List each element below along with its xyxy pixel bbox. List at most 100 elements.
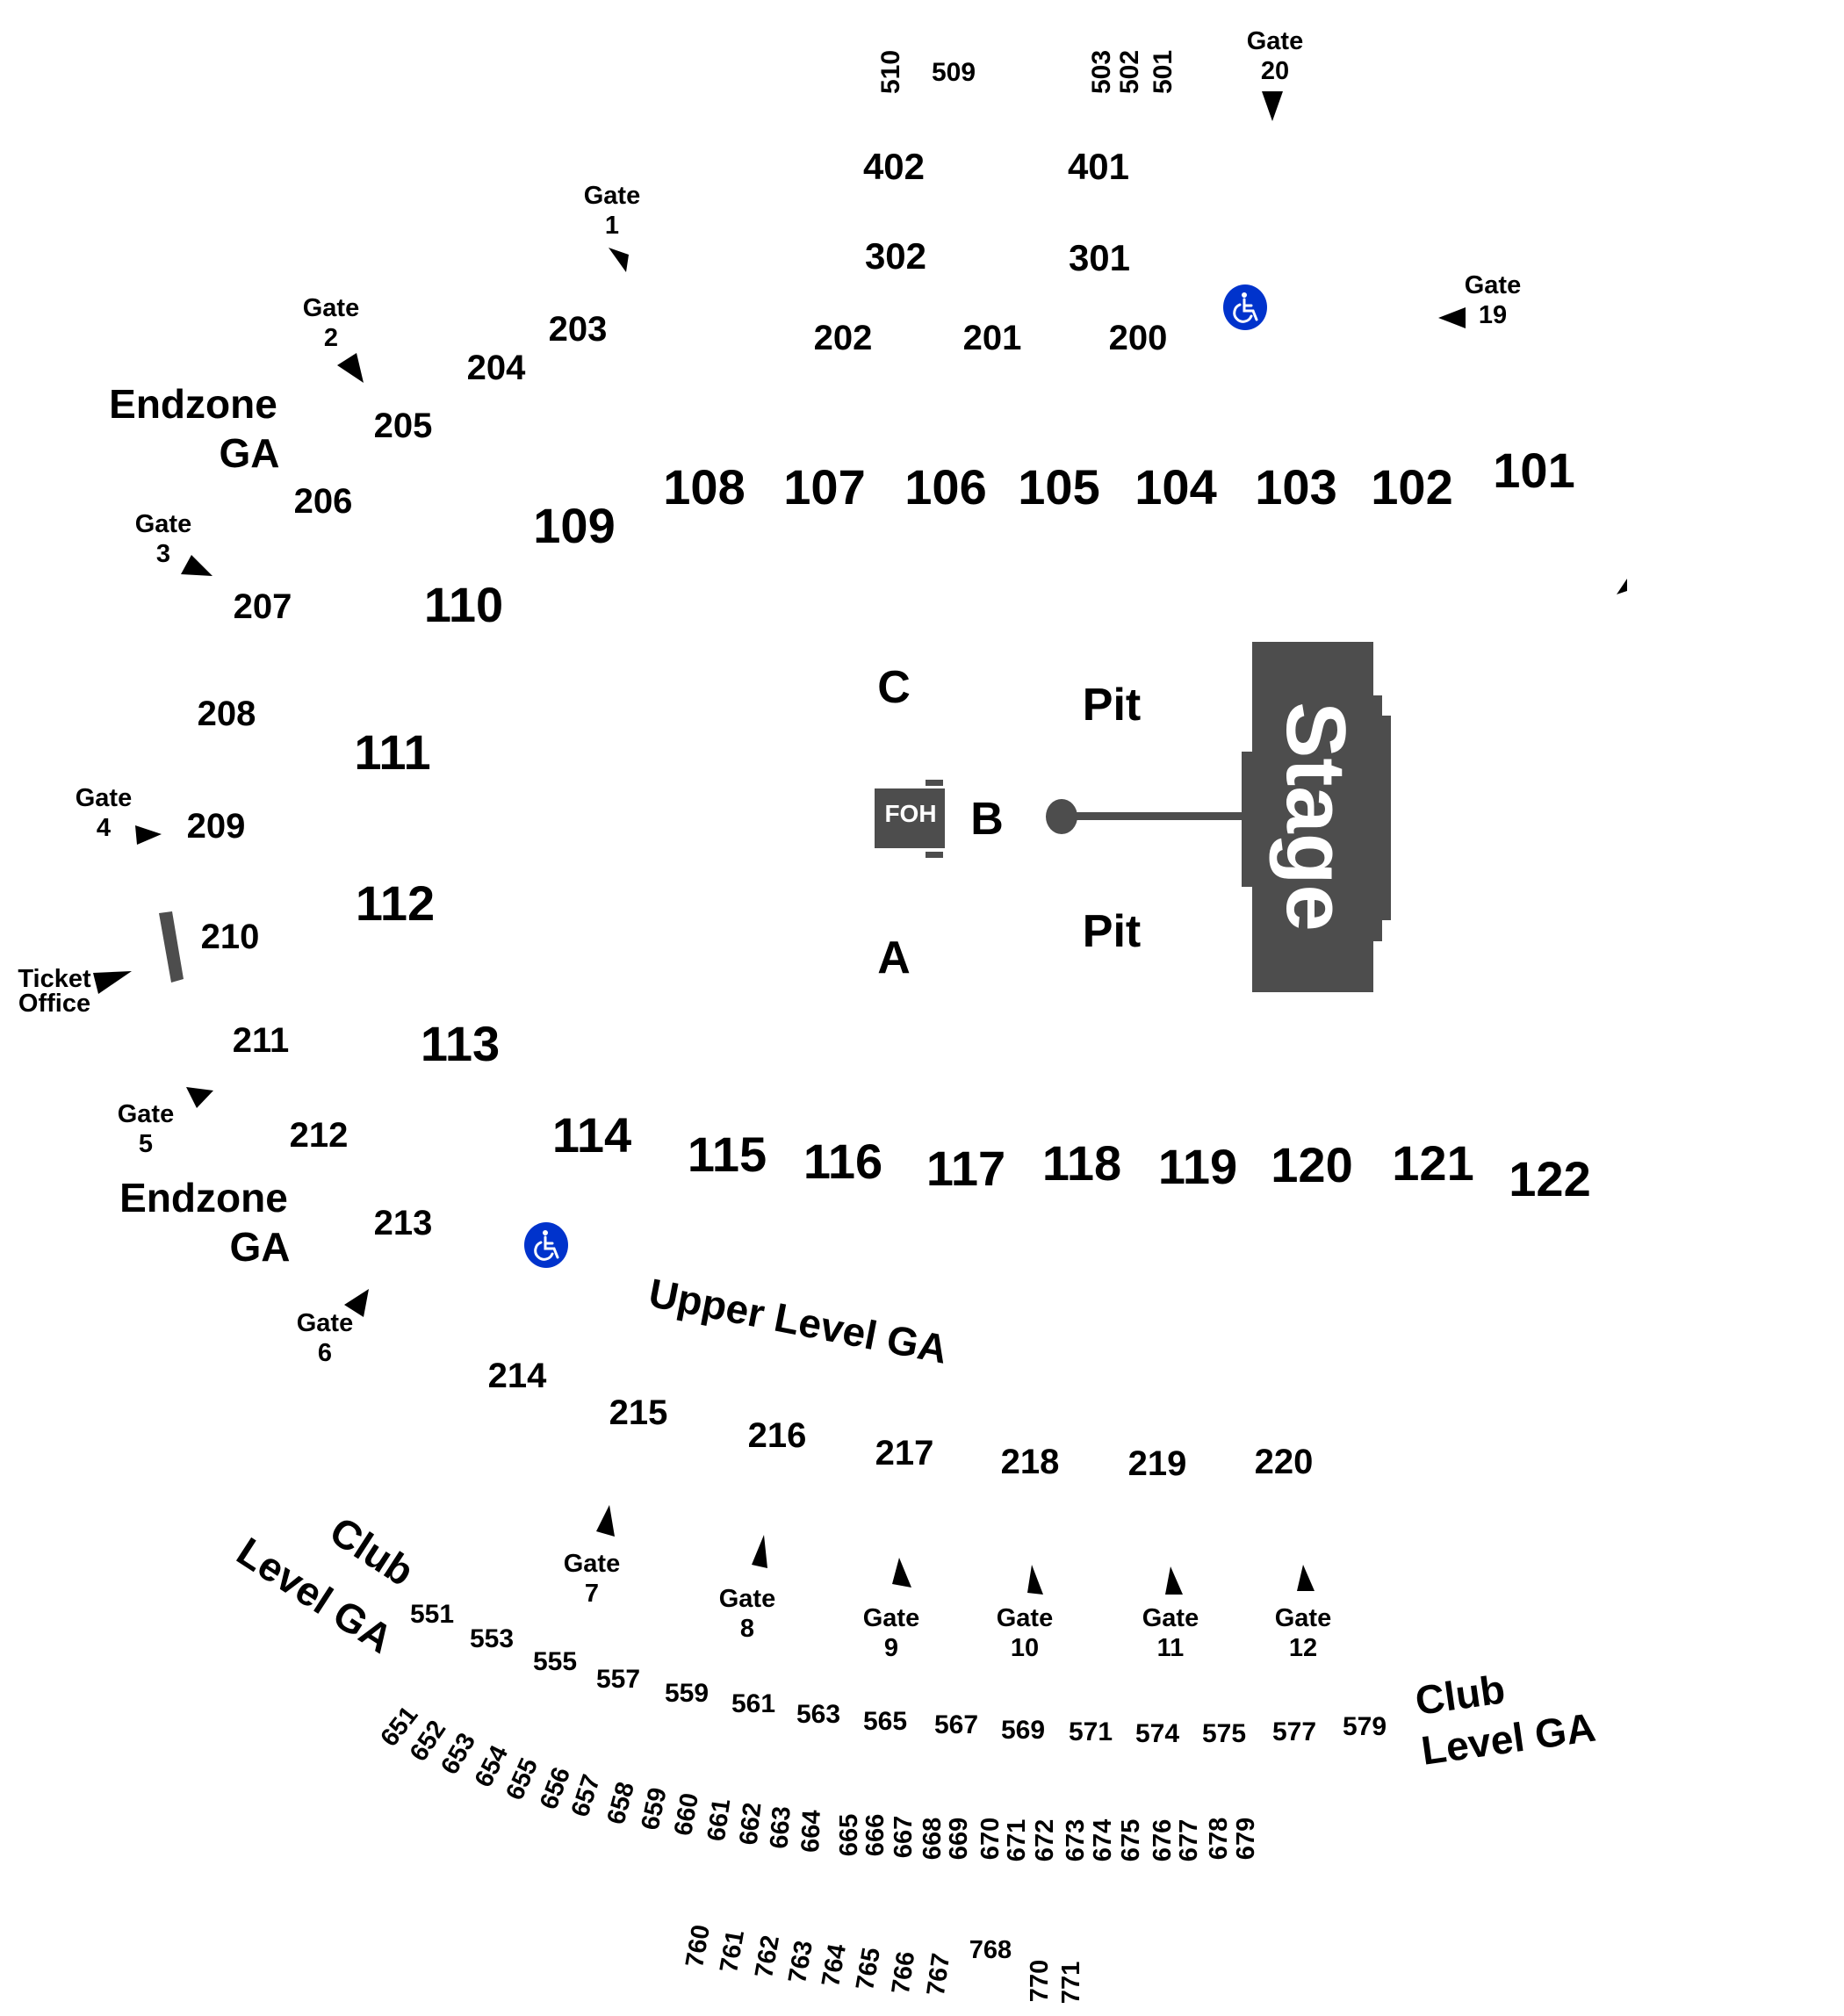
section-671[interactable]: 671 — [1003, 1819, 1031, 1861]
section-659[interactable]: 659 — [637, 1785, 673, 1832]
section-209[interactable]: 209 — [187, 807, 246, 846]
section-203[interactable]: 203 — [549, 310, 608, 349]
section-204[interactable]: 204 — [467, 349, 526, 387]
section-557[interactable]: 557 — [596, 1665, 640, 1694]
section-764[interactable]: 764 — [817, 1942, 852, 1989]
section-101[interactable]: 101 — [1493, 443, 1574, 498]
section-113[interactable]: 113 — [421, 1016, 500, 1071]
section-763[interactable]: 763 — [783, 1939, 818, 1985]
section-672[interactable]: 672 — [1031, 1819, 1059, 1861]
section-567[interactable]: 567 — [934, 1710, 978, 1739]
section-662[interactable]: 662 — [735, 1801, 767, 1846]
section-670[interactable]: 670 — [976, 1818, 1005, 1860]
section-302[interactable]: 302 — [865, 235, 926, 277]
section-667[interactable]: 667 — [890, 1816, 918, 1858]
section-216[interactable]: 216 — [748, 1416, 807, 1455]
b-stage-circle[interactable] — [1046, 799, 1077, 834]
section-109[interactable]: 109 — [533, 498, 615, 553]
section-577[interactable]: 577 — [1272, 1717, 1316, 1746]
section-402[interactable]: 402 — [863, 146, 925, 187]
section-206[interactable]: 206 — [294, 482, 353, 521]
section-108[interactable]: 108 — [663, 459, 745, 515]
section-214[interactable]: 214 — [488, 1357, 547, 1395]
section-215[interactable]: 215 — [609, 1393, 668, 1432]
section-677[interactable]: 677 — [1175, 1819, 1203, 1861]
section-658[interactable]: 658 — [602, 1779, 640, 1827]
section-117[interactable]: 117 — [926, 1141, 1005, 1196]
section-509[interactable]: 509 — [932, 58, 976, 87]
section-110[interactable]: 110 — [424, 577, 503, 632]
section-673[interactable]: 673 — [1062, 1819, 1090, 1861]
section-555[interactable]: 555 — [533, 1647, 577, 1676]
section-668[interactable]: 668 — [918, 1818, 947, 1860]
section-213[interactable]: 213 — [374, 1204, 433, 1242]
section-208[interactable]: 208 — [198, 695, 256, 733]
section-120[interactable]: 120 — [1271, 1137, 1352, 1192]
section-767[interactable]: 767 — [922, 1952, 955, 1998]
section-207[interactable]: 207 — [234, 587, 292, 626]
ga-zone-label[interactable]: Upper Level GA — [645, 1270, 952, 1372]
section-761[interactable]: 761 — [715, 1928, 750, 1975]
section-770[interactable]: 770 — [1026, 1960, 1054, 2002]
section-200[interactable]: 200 — [1109, 319, 1168, 357]
section-301[interactable]: 301 — [1069, 237, 1130, 278]
section-115[interactable]: 115 — [688, 1127, 767, 1182]
section-768[interactable]: 768 — [969, 1936, 1012, 1964]
section-663[interactable]: 663 — [765, 1805, 796, 1850]
section-664[interactable]: 664 — [796, 1810, 826, 1853]
section-551[interactable]: 551 — [410, 1600, 454, 1629]
section-571[interactable]: 571 — [1069, 1717, 1113, 1746]
section-660[interactable]: 660 — [669, 1791, 704, 1838]
section-212[interactable]: 212 — [290, 1116, 349, 1155]
section-122[interactable]: 122 — [1509, 1151, 1590, 1206]
section-559[interactable]: 559 — [665, 1679, 709, 1708]
section-661[interactable]: 661 — [702, 1797, 736, 1843]
section-202[interactable]: 202 — [814, 319, 873, 357]
stage[interactable]: Stage — [1242, 642, 1391, 992]
section-502[interactable]: 502 — [1115, 50, 1144, 94]
section-105[interactable]: 105 — [1018, 459, 1099, 515]
section-675[interactable]: 675 — [1117, 1819, 1145, 1861]
foh-booth[interactable]: FOH — [875, 780, 945, 858]
section-219[interactable]: 219 — [1128, 1444, 1187, 1483]
section-401[interactable]: 401 — [1068, 146, 1129, 187]
section-579[interactable]: 579 — [1343, 1712, 1387, 1741]
section-561[interactable]: 561 — [731, 1689, 775, 1718]
section-114[interactable]: 114 — [552, 1107, 631, 1163]
section-565[interactable]: 565 — [863, 1707, 907, 1736]
section-121[interactable]: 121 — [1392, 1135, 1473, 1191]
section-674[interactable]: 674 — [1089, 1819, 1117, 1861]
section-205[interactable]: 205 — [374, 407, 433, 445]
section-766[interactable]: 766 — [887, 1950, 920, 1996]
section-765[interactable]: 765 — [851, 1946, 886, 1992]
section-107[interactable]: 107 — [783, 459, 865, 515]
section-510[interactable]: 510 — [876, 50, 905, 94]
section-217[interactable]: 217 — [875, 1434, 934, 1472]
section-116[interactable]: 116 — [803, 1134, 882, 1189]
section-569[interactable]: 569 — [1001, 1716, 1045, 1745]
section-563[interactable]: 563 — [796, 1700, 840, 1729]
section-102[interactable]: 102 — [1371, 459, 1452, 515]
section-665[interactable]: 665 — [835, 1814, 863, 1856]
section-118[interactable]: 118 — [1042, 1135, 1121, 1191]
section-104[interactable]: 104 — [1134, 459, 1216, 515]
section-762[interactable]: 762 — [750, 1933, 785, 1980]
section-669[interactable]: 669 — [945, 1818, 973, 1860]
section-210[interactable]: 210 — [201, 918, 260, 956]
section-112[interactable]: 112 — [356, 875, 435, 931]
section-574[interactable]: 574 — [1135, 1719, 1179, 1748]
section-106[interactable]: 106 — [904, 459, 986, 515]
section-211[interactable]: 211 — [233, 1021, 290, 1060]
section-678[interactable]: 678 — [1205, 1818, 1233, 1860]
section-201[interactable]: 201 — [963, 319, 1022, 357]
section-501[interactable]: 501 — [1149, 50, 1178, 94]
section-218[interactable]: 218 — [1001, 1443, 1060, 1481]
section-679[interactable]: 679 — [1232, 1818, 1260, 1860]
section-553[interactable]: 553 — [470, 1624, 514, 1653]
section-575[interactable]: 575 — [1202, 1719, 1246, 1748]
section-220[interactable]: 220 — [1255, 1443, 1314, 1481]
